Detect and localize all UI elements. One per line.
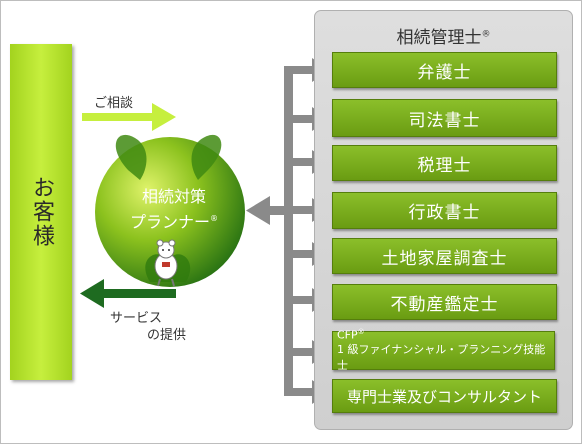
specialist-item-real-estate-appraiser: 不動産鑑定士 [332,284,557,320]
consult-arrow [82,103,176,131]
panel-title-text: 相続管理士 [396,28,482,48]
specialist-item-consultant: 専門士業及びコンサルタント [332,379,557,413]
specialist-item-label: 土地家屋調査士 [381,248,508,269]
specialist-item-label: 行政書士 [408,203,481,223]
planner-label-line1: 相続対策 [141,187,206,206]
specialist-item-land-surveyor: 土地家屋調査士 [332,238,557,274]
service-arrow [80,279,176,308]
service-label-line2: の提供 [147,328,187,343]
mascot-icon [154,239,178,287]
specialist-item-label: 専門士業及びコンサルタント [346,387,542,406]
customer-box: お客様 [10,44,72,380]
specialist-item-judicial-scrivener: 司法書士 [332,99,557,137]
specialist-item-administrative-scrivener: 行政書士 [332,192,557,229]
cfp-subtitle: 1 級ファイナンシャル・プランニング技能士 [337,343,546,373]
consult-label: ご相談 [94,96,134,111]
panel-title: 相続管理士® [315,23,572,48]
planner-label: 相続対策 プランナー® [104,186,244,233]
planner-registered-mark: ® [210,214,218,223]
planner-label-line2-wrap: プランナー® [104,208,244,233]
specialist-item-cfp: CFP® 1 級ファイナンシャル・プランニング技能士 [332,328,555,373]
service-label-line1: サービス [110,311,163,326]
specialist-item-label: 司法書士 [408,110,481,131]
cfp-title: CFP [337,328,358,342]
specialist-item-lawyer: 弁護士 [332,52,557,88]
specialist-item-label: 税理士 [417,155,472,176]
cfp-title-wrap: CFP® [337,328,365,342]
specialist-item-label: 弁護士 [417,62,472,83]
customer-label: お客様 [29,176,54,248]
specialist-item-label: 不動産鑑定士 [390,294,499,315]
planner-label-line2: プランナー [129,212,210,232]
cfp-registered-mark: ® [357,327,365,336]
specialist-item-tax-accountant: 税理士 [332,145,557,181]
panel-title-registered-mark: ® [481,29,491,40]
